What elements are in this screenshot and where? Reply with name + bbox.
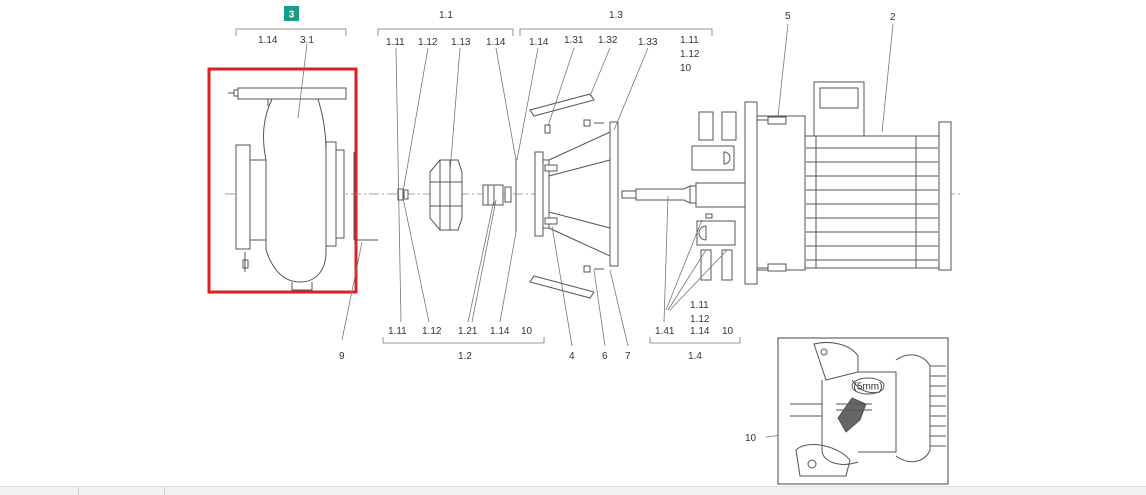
bottom-bar-divider [78,487,79,495]
label-2: 2 [890,12,896,23]
label-3-1: 3.1 [300,35,314,46]
label-1-14-bottom-2: 1.14 [690,326,710,337]
label-1-13-top: 1.13 [451,37,471,48]
label-7: 7 [625,351,631,362]
highlight-box[interactable] [207,67,358,294]
leader-lines [297,23,894,438]
label-1-11-bottom-2: 1.11 [690,300,709,311]
label-1-14-top: 1.14 [486,37,506,48]
label-1-12-right: 1.12 [680,49,700,60]
label-10-bottom: 10 [521,326,533,337]
label-1-14-bottom: 1.14 [490,326,510,337]
label-1-12-top: 1.12 [418,37,438,48]
pump-housing[interactable] [228,87,347,291]
label-1-12-bottom-2: 1.12 [690,314,710,325]
gasket-9[interactable] [341,152,378,341]
highlight-badge[interactable] [284,6,299,21]
group-label-1-3: 1.3 [609,10,623,21]
label-1-41: 1.41 [655,326,675,337]
bracket-1-4: 1.4 [649,337,741,362]
group-label-1-1: 1.1 [439,10,453,21]
label-9: 9 [339,351,345,362]
group-label-1-4: 1.4 [688,351,702,362]
bottom-bar-divider [164,487,165,495]
label-1-31: 1.31 [564,35,584,46]
bottom-scrollbar[interactable] [0,486,1146,495]
label-10-right: 10 [680,63,692,74]
bracket-3 [235,28,347,36]
impeller[interactable] [397,158,517,232]
label-1-14-housing: 1.14 [258,35,278,46]
label-5: 5 [785,11,791,22]
label-10-detail: 10 [745,433,757,444]
shaft[interactable] [621,111,751,281]
detail-inset[interactable]: (5mm) [777,337,949,485]
label-1-11-right: 1.11 [680,35,699,46]
bracket-1-2: 1.2 [382,337,545,362]
highlight-badge-label: 3 [289,10,295,21]
label-1-33: 1.33 [638,37,658,48]
bracket-1-1: 1.1 [377,10,514,36]
label-1-21: 1.21 [458,326,478,337]
motor[interactable] [744,81,952,285]
detail-label-5mm: (5mm) [854,382,883,393]
bracket-1-3: 1.3 [519,10,713,36]
label-1-11-bottom: 1.11 [388,326,407,337]
label-1-14-top-2: 1.14 [529,37,549,48]
lantern-bracket[interactable] [529,93,619,299]
label-4: 4 [569,351,575,362]
label-10-bottom-2: 10 [722,326,734,337]
label-1-11-top: 1.11 [386,37,405,48]
label-1-32: 1.32 [598,35,618,46]
label-6: 6 [602,351,608,362]
part-labels: 1.14 3.1 1.11 1.12 1.13 1.14 1.14 1.31 1… [258,11,896,444]
label-1-12-bottom: 1.12 [422,326,442,337]
group-label-1-2: 1.2 [458,351,472,362]
